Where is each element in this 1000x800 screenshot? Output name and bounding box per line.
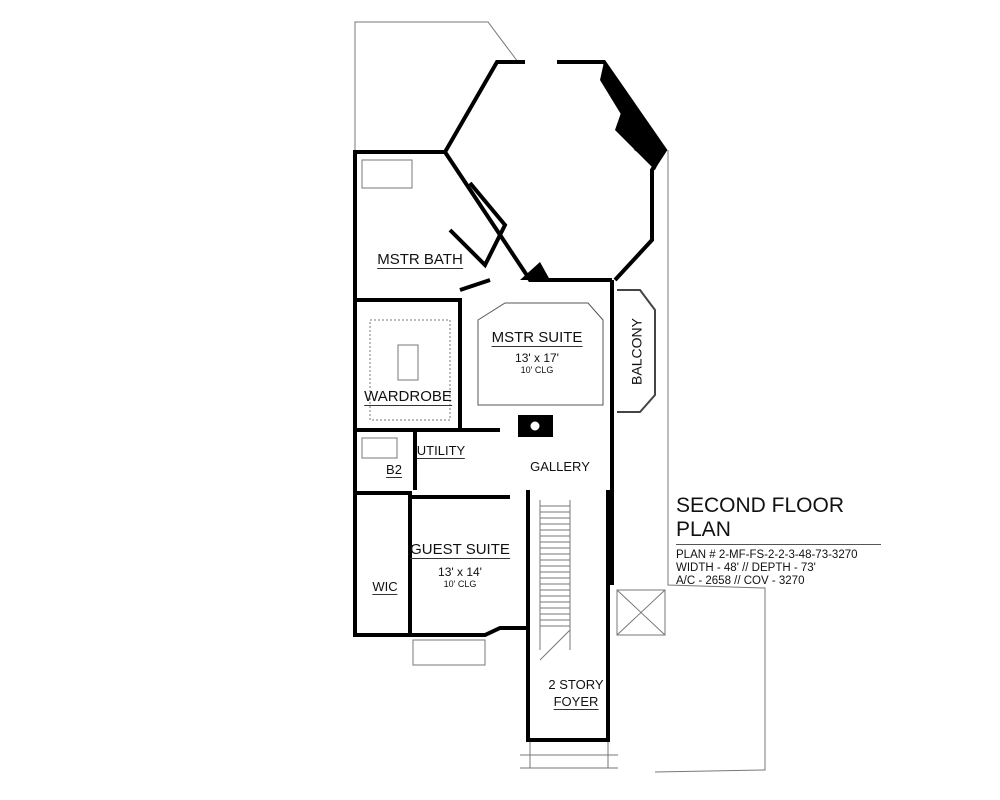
guest-suite-size: 13' x 14'	[438, 565, 482, 579]
room-label-foyer-line1: 2 STORY	[548, 677, 604, 692]
room-label-foyer-line2: FOYER	[553, 694, 599, 710]
room-label-balcony: BALCONY	[628, 318, 645, 385]
room-label-wardrobe: WARDROBE	[364, 388, 452, 406]
room-label-mstr-suite: MSTR SUITE	[491, 329, 583, 347]
room-label-gallery: GALLERY	[530, 459, 590, 474]
room-label-utility: UTILITY	[416, 443, 466, 459]
outline-lines	[354, 21, 766, 773]
guest-suite-ceiling: 10' CLG	[443, 579, 477, 589]
room-label-mstr-bath: MSTR BATH	[377, 251, 463, 269]
mstr-suite-ceiling: 10' CLG	[520, 365, 554, 375]
stairs	[539, 500, 571, 661]
room-label-b2: B2	[386, 462, 402, 478]
room-label-wic: WIC	[372, 579, 398, 595]
room-label-guest-suite: GUEST SUITE	[410, 541, 510, 559]
plan-title: SECOND FLOOR PLAN	[676, 494, 881, 545]
plan-area: A/C - 2658 // COV - 3270	[676, 575, 805, 587]
mstr-suite-size: 13' x 17'	[515, 351, 559, 365]
title-block: SECOND FLOOR PLAN PLAN # 2-MF-FS-2-2-3-4…	[676, 494, 881, 588]
plan-dimensions: WIDTH - 48' // DEPTH - 73'	[676, 562, 816, 574]
plan-number: PLAN # 2-MF-FS-2-2-3-48-73-3270	[676, 549, 858, 561]
